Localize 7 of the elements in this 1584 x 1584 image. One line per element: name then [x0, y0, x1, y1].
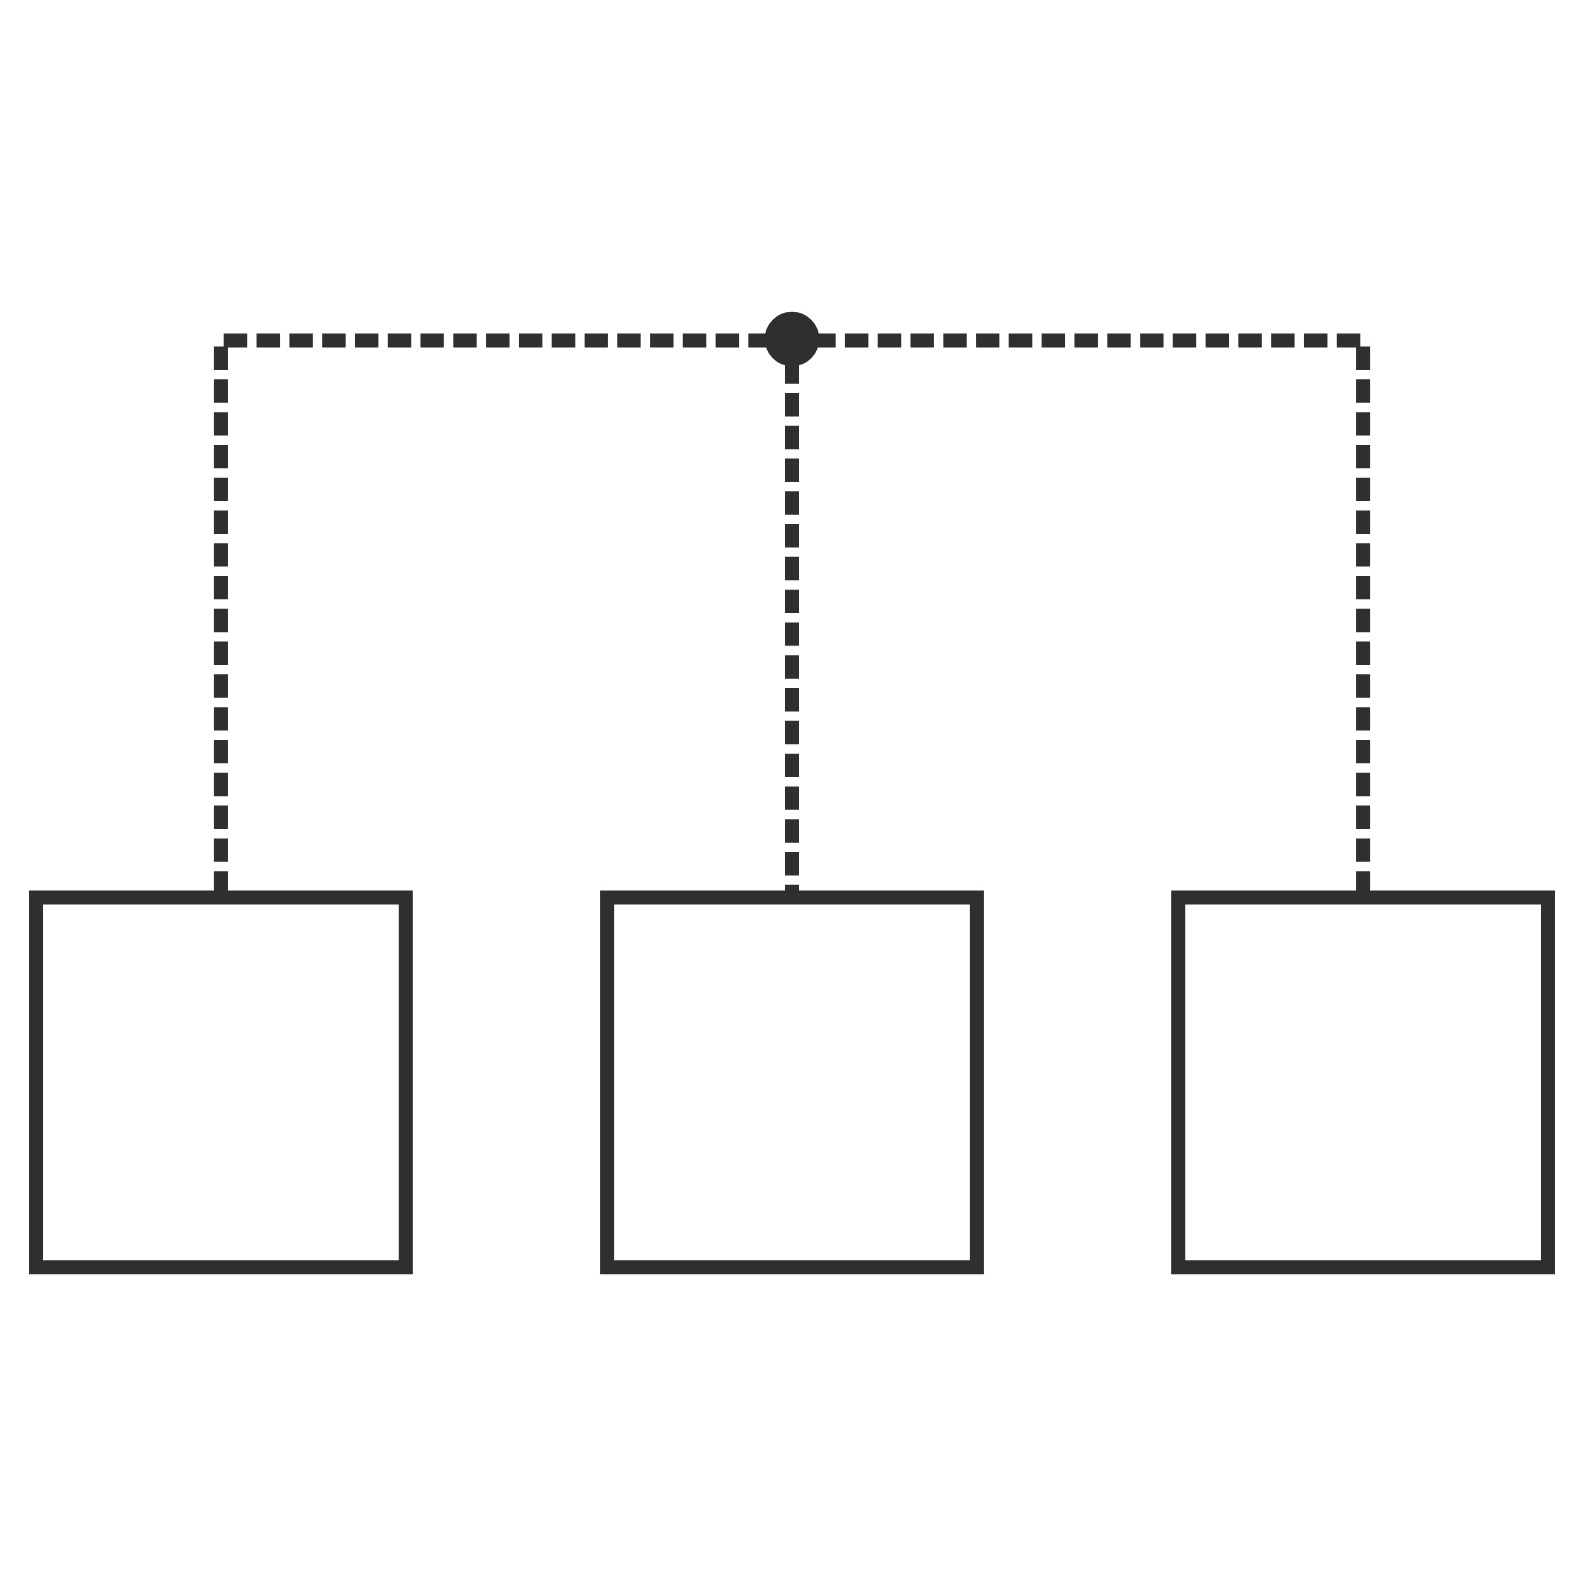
node-box: [600, 889, 984, 1274]
node-box: [1171, 889, 1555, 1274]
node-cross: [764, 310, 820, 366]
connector: [785, 359, 799, 896]
node-box: [29, 889, 413, 1274]
connector: [213, 332, 772, 897]
connector: [812, 332, 1371, 897]
